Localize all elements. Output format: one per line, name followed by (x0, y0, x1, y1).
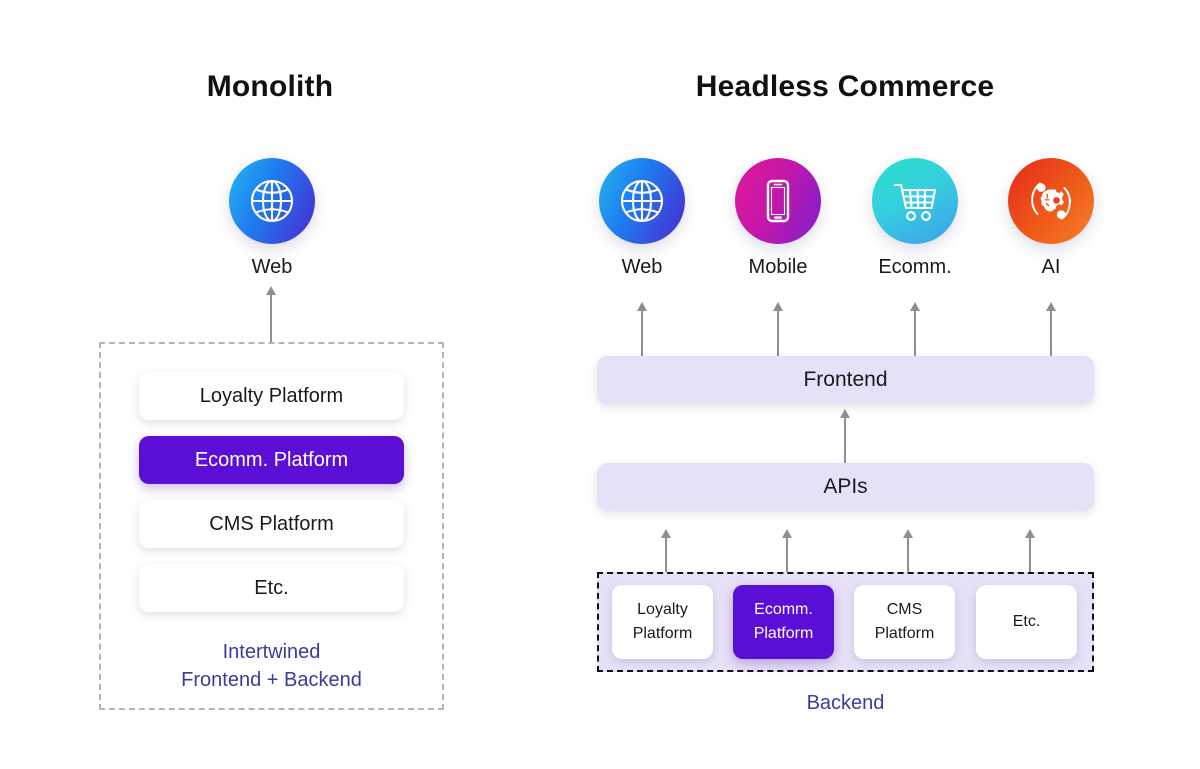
arrow-shaft (641, 309, 643, 356)
arrow-head-icon (903, 529, 913, 538)
arrow-shaft (777, 309, 779, 356)
backend-caption: Backend (806, 692, 885, 714)
monolith-caption: Intertwined Frontend + Backend (99, 638, 444, 694)
monolith-caption-line2: Frontend + Backend (181, 669, 362, 691)
arrow-head-icon (266, 286, 276, 295)
arrow-apis-to-frontend (840, 409, 851, 463)
arrow-head-icon (661, 529, 671, 538)
monolith-box-ecomm-platform[interactable]: Ecomm. Platform (139, 436, 404, 484)
arrow-etc-to-apis (1025, 529, 1036, 587)
backend-box-line1: Etc. (1012, 613, 1041, 630)
layer-bar-apis-label: APIs (823, 475, 868, 498)
monolith-box-label: Etc. (254, 576, 289, 599)
arrow-loyalty-to-apis (661, 529, 672, 587)
headless-channel-web-label: Web (621, 256, 663, 278)
headless-channel-mobile-label: Mobile (748, 256, 808, 278)
backend-box-line2: Platform (632, 625, 693, 642)
arrow-frontend-to-web (637, 302, 648, 356)
headless-channel-ecomm-label: Ecomm. (878, 256, 952, 278)
layer-bar-apis[interactable]: APIs (597, 463, 1094, 511)
monolith-box-label: Loyalty Platform (199, 384, 344, 407)
arrow-head-icon (910, 302, 920, 311)
arrow-shaft (786, 536, 788, 587)
monolith-box-label: Ecomm. Platform (194, 448, 349, 471)
layer-bar-frontend[interactable]: Frontend (597, 356, 1094, 404)
monolith-box-cms-platform[interactable]: CMS Platform (139, 500, 404, 548)
headless-channel-mobile[interactable]: Mobile (726, 158, 830, 279)
arrow-cms-to-apis (903, 529, 914, 587)
phone-icon (735, 158, 821, 244)
arrow-shaft (914, 309, 916, 356)
arrow-shaft (665, 536, 667, 587)
headless-channel-web[interactable]: Web (590, 158, 694, 279)
globe-icon (229, 158, 315, 244)
monolith-box-loyalty-platform[interactable]: Loyalty Platform (139, 372, 404, 420)
backend-box-line1: Loyalty (637, 601, 688, 618)
monolith-channel-web-label: Web (251, 256, 293, 278)
arrow-frontend-to-ai (1046, 302, 1057, 356)
arrow-frontend-to-ecomm (910, 302, 921, 356)
backend-box-line2: Platform (753, 625, 814, 642)
arrow-monolith-to-web (266, 286, 277, 342)
backend-box-cms-platform[interactable]: CMS Platform (854, 585, 955, 659)
monolith-box-etc[interactable]: Etc. (139, 564, 404, 612)
arrow-head-icon (1046, 302, 1056, 311)
arrow-ecomm-to-apis (782, 529, 793, 587)
arrow-head-icon (782, 529, 792, 538)
headless-channel-ai-label: AI (1041, 256, 1061, 278)
monolith-caption-line1: Intertwined (222, 641, 321, 663)
backend-box-etc[interactable]: Etc. (976, 585, 1077, 659)
monolith-channel-web[interactable]: Web (220, 158, 324, 279)
arrow-head-icon (840, 409, 850, 418)
arrow-shaft (907, 536, 909, 587)
backend-box-ecomm-platform[interactable]: Ecomm. Platform (733, 585, 834, 659)
monolith-panel-title: Monolith (206, 70, 334, 103)
headless-channel-ai[interactable]: AI (999, 158, 1103, 279)
arrow-head-icon (637, 302, 647, 311)
arrow-shaft (844, 416, 846, 463)
arrow-shaft (1029, 536, 1031, 587)
cart-icon (872, 158, 958, 244)
monolith-dashed-container (99, 342, 444, 710)
headless-channel-ecomm[interactable]: Ecomm. (863, 158, 967, 279)
ai-brain-gear-icon (1008, 158, 1094, 244)
arrow-shaft (1050, 309, 1052, 356)
arrow-shaft (270, 293, 272, 342)
backend-box-line1: CMS (886, 601, 923, 618)
arrow-frontend-to-mobile (773, 302, 784, 356)
backend-box-loyalty-platform[interactable]: Loyalty Platform (612, 585, 713, 659)
backend-box-line1: Ecomm. (754, 601, 813, 618)
monolith-box-label: CMS Platform (209, 512, 334, 535)
arrow-head-icon (773, 302, 783, 311)
arrow-head-icon (1025, 529, 1035, 538)
backend-box-line2: Platform (874, 625, 935, 642)
headless-panel-title: Headless Commerce (695, 70, 995, 103)
globe-icon (599, 158, 685, 244)
layer-bar-frontend-label: Frontend (803, 368, 888, 391)
